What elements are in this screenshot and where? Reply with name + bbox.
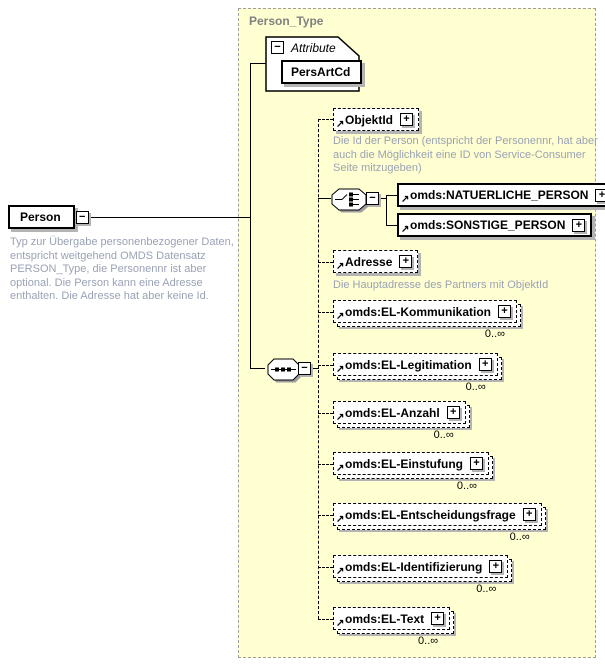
element-el-kommunikation[interactable]: ↗ omds:EL-Kommunikation + 0..∞ (333, 300, 521, 340)
adresse-annotation: Die Hauptadresse des Partners mit Objekt… (333, 279, 549, 291)
choice-icon[interactable] (328, 185, 370, 215)
connector-spine (318, 119, 319, 619)
stub-el-identifizierung (318, 567, 333, 568)
persartcd-label: PersArtCd (291, 65, 351, 79)
element-el-identifizierung[interactable]: ↗ omds:EL-Identifizierung + 0..∞ (333, 555, 513, 595)
adresse-expand-toggle[interactable]: + (399, 255, 413, 268)
sequence-collapse-toggle[interactable]: − (298, 362, 311, 375)
el-anzahl-label: omds:EL-Anzahl (345, 405, 440, 420)
stub-natuerliche-person (386, 195, 398, 196)
occurrence-label: 0..∞ (476, 583, 497, 595)
el-text-label: omds:EL-Text (345, 611, 425, 626)
el-legitimation-expand-toggle[interactable]: + (478, 358, 492, 371)
el-einstufung-expand-toggle[interactable]: + (469, 457, 483, 470)
el-kommunikation-expand-toggle[interactable]: + (498, 305, 511, 318)
adresse-label: Adresse (345, 254, 393, 269)
element-objektid[interactable]: ↗ ObjektId + (333, 108, 420, 131)
element-el-anzahl[interactable]: ↗ omds:EL-Anzahl + 0..∞ (333, 401, 470, 441)
reference-arrow-icon: ↗ (336, 311, 345, 322)
person-element[interactable]: Person − (8, 205, 89, 229)
stub-el-text (318, 619, 333, 620)
el-einstufung-label: omds:EL-Einstufung (345, 456, 463, 471)
stub-el-anzahl (318, 413, 333, 414)
sequence-icon[interactable] (263, 355, 303, 385)
stub-el-kommunikation (318, 312, 333, 313)
el-text-expand-toggle[interactable]: + (431, 612, 445, 625)
stub-objektid (318, 119, 333, 120)
el-entscheidungsfrage-label: omds:EL-Entscheidungsfrage (345, 507, 516, 522)
occurrence-label: 0..∞ (418, 635, 439, 647)
stub-el-entscheidungsfrage (318, 515, 333, 516)
stub-choice (318, 198, 331, 199)
element-el-legitimation[interactable]: ↗ omds:EL-Legitimation + 0..∞ (333, 353, 502, 393)
attribute-section-label: Attribute (291, 41, 336, 55)
el-kommunikation-label: omds:EL-Kommunikation (345, 304, 491, 319)
occurrence-label: 0..∞ (509, 531, 530, 543)
occurrence-label: 0..∞ (456, 480, 477, 492)
connector-attr-elbow (250, 63, 266, 64)
natuerliche-person-label: omds:NATUERLICHE_PERSON (410, 188, 589, 202)
reference-arrow-icon: ↗ (336, 412, 345, 423)
sonstige-person-label: omds:SONSTIGE_PERSON (410, 218, 566, 232)
container-title: Person_Type (249, 14, 324, 28)
stub-sonstige-person (386, 225, 398, 226)
reference-arrow-icon: ↗ (336, 618, 345, 629)
person-label: Person (20, 210, 61, 224)
element-el-text[interactable]: ↗ omds:EL-Text + 0..∞ (333, 607, 455, 647)
person-annotation: Typ zur Übergabe personenbezogener Daten… (10, 236, 234, 302)
objektid-annotation: Die Id der Person (entspricht der Person… (333, 135, 598, 174)
objektid-expand-toggle[interactable]: + (400, 113, 414, 126)
element-el-entscheidungsfrage[interactable]: ↗ omds:EL-Entscheidungsfrage + 0..∞ (333, 503, 546, 543)
el-identifizierung-label: omds:EL-Identifizierung (345, 559, 483, 574)
element-natuerliche-person[interactable]: ↗ omds:NATUERLICHE_PERSON + (397, 183, 605, 207)
connector-root (78, 217, 250, 218)
connector-trunk (250, 63, 251, 369)
reference-arrow-icon: ↗ (336, 119, 345, 130)
occurrence-label: 0..∞ (433, 429, 454, 441)
connector-choice-out (379, 198, 386, 199)
occurrence-label: 0..∞ (484, 328, 505, 340)
stub-el-einstufung (318, 464, 333, 465)
reference-arrow-icon: ↗ (401, 194, 410, 205)
reference-arrow-icon: ↗ (336, 463, 345, 474)
el-anzahl-expand-toggle[interactable]: + (446, 406, 460, 419)
choice-collapse-toggle[interactable]: − (366, 192, 379, 205)
element-el-einstufung[interactable]: ↗ omds:EL-Einstufung + 0..∞ (333, 452, 493, 492)
element-adresse[interactable]: ↗ Adresse + (333, 250, 419, 273)
person-collapse-toggle[interactable]: − (75, 211, 89, 224)
attribute-collapse-toggle[interactable]: − (271, 41, 284, 54)
attribute-persartcd[interactable]: PersArtCd (281, 60, 363, 84)
stub-el-legitimation (318, 365, 333, 366)
reference-arrow-icon: ↗ (401, 224, 410, 235)
reference-arrow-icon: ↗ (336, 566, 345, 577)
el-legitimation-label: omds:EL-Legitimation (345, 357, 472, 372)
natuerliche-person-expand-toggle[interactable]: + (595, 188, 605, 202)
element-sonstige-person[interactable]: ↗ omds:SONSTIGE_PERSON + (397, 213, 593, 237)
el-identifizierung-expand-toggle[interactable]: + (489, 560, 503, 573)
connector-seq-spine (311, 368, 319, 369)
occurrence-label: 0..∞ (465, 381, 486, 393)
objektid-label: ObjektId (345, 112, 394, 127)
sonstige-person-expand-toggle[interactable]: + (572, 218, 586, 232)
connector-seq-elbow (250, 368, 265, 369)
el-entscheidungsfrage-expand-toggle[interactable]: + (522, 508, 536, 521)
reference-arrow-icon: ↗ (336, 261, 345, 272)
reference-arrow-icon: ↗ (336, 514, 345, 525)
stub-adresse (318, 262, 333, 263)
connector-choice-spine (386, 195, 387, 226)
reference-arrow-icon: ↗ (336, 364, 345, 375)
